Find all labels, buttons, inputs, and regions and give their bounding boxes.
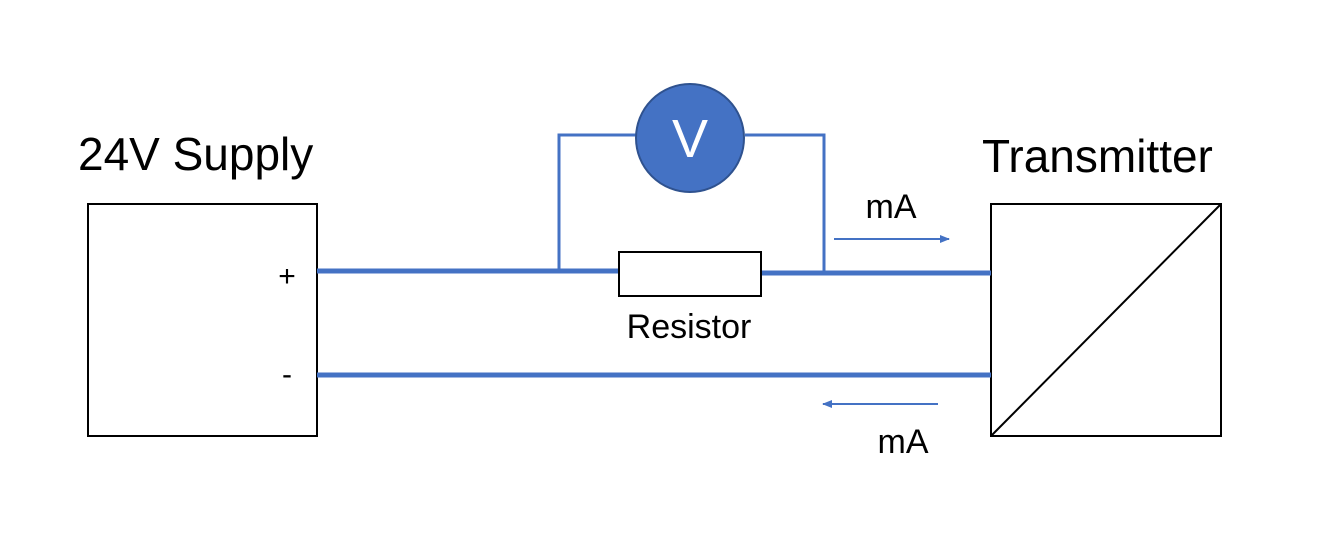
- current-label-top: mA: [866, 188, 917, 226]
- supply-box: [87, 203, 318, 437]
- supply-title: 24V Supply: [78, 128, 313, 180]
- transmitter-box: [990, 203, 1222, 437]
- resistor-icon: [618, 251, 762, 297]
- resistor-label: Resistor: [627, 308, 752, 346]
- voltmeter-lead-right: [745, 133, 826, 273]
- transmitter-title: Transmitter: [982, 130, 1213, 182]
- voltmeter-symbol: V: [672, 109, 708, 169]
- current-label-bottom: mA: [878, 423, 929, 461]
- transmitter-diagonal: [990, 203, 1222, 437]
- voltmeter-icon: [635, 83, 745, 193]
- voltmeter-lead-left: [557, 133, 636, 271]
- supply-plus-label: +: [278, 260, 296, 293]
- supply-minus-label: -: [282, 358, 292, 391]
